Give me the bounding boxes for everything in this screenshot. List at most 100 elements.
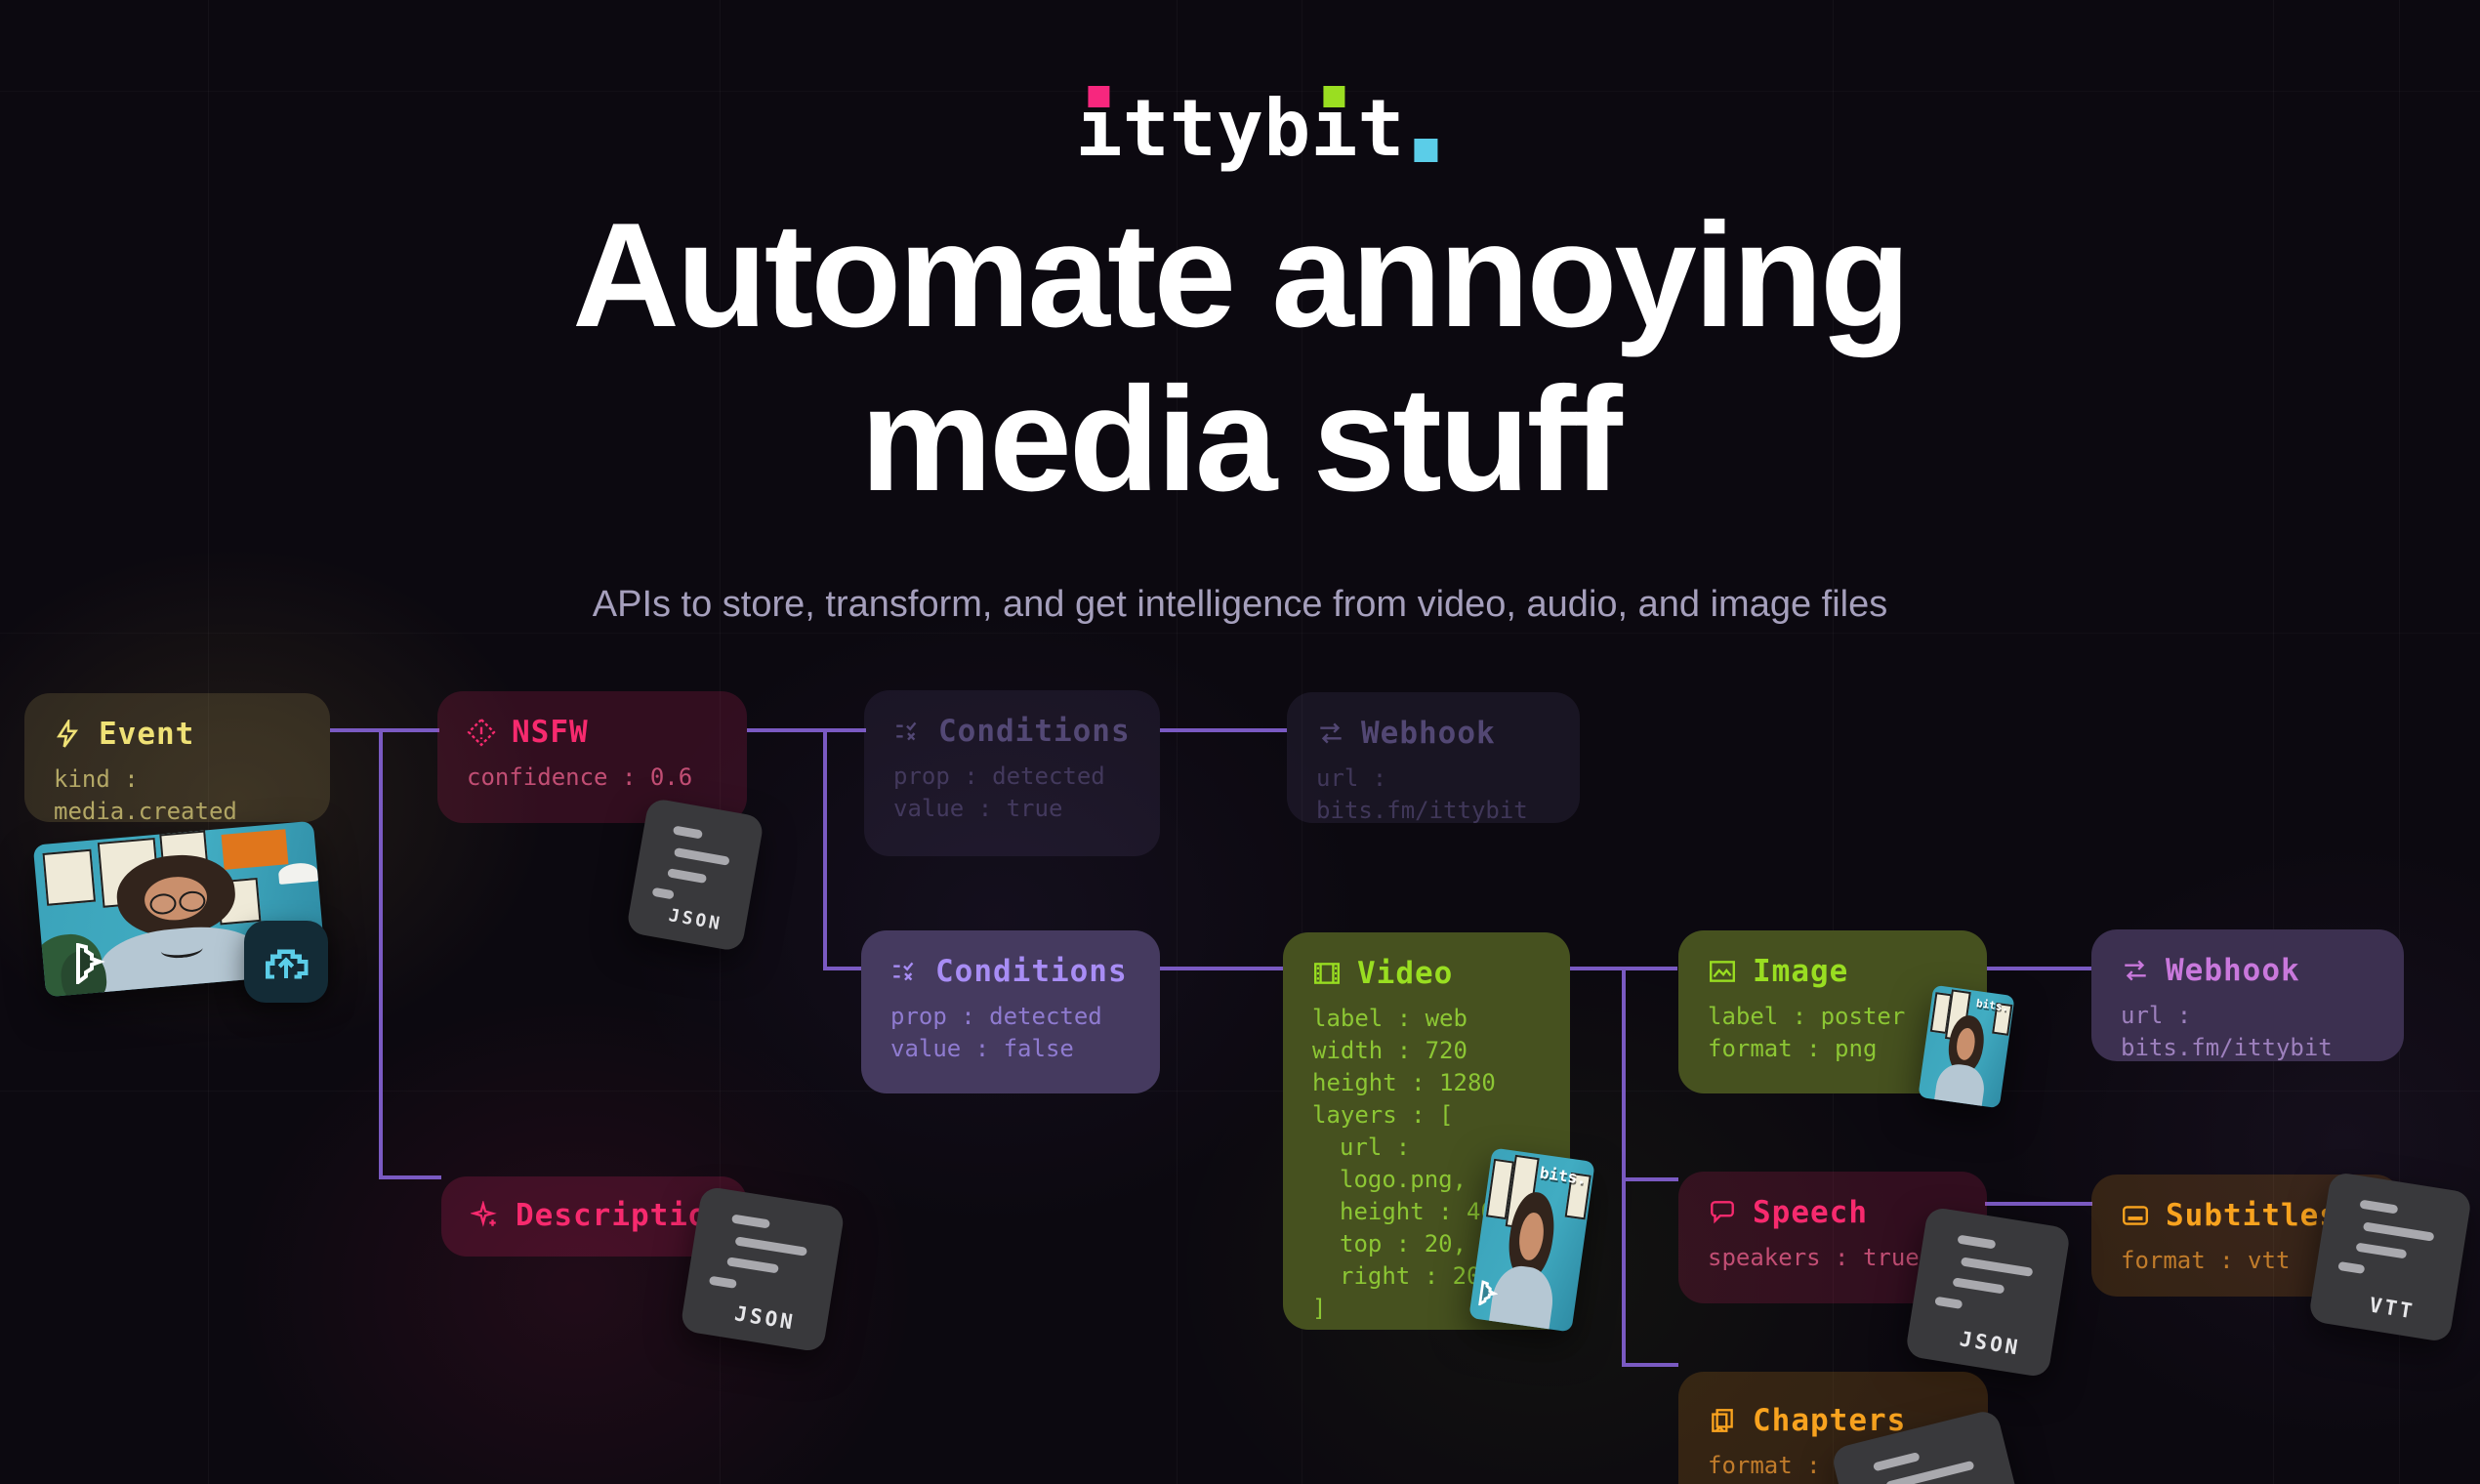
- node-line: width : 720: [1312, 1037, 1467, 1064]
- node-title: Video: [1357, 956, 1454, 991]
- node-title: Webhook: [2166, 953, 2300, 988]
- logo-dot-pink: [1088, 86, 1110, 107]
- node-line: ]: [1312, 1295, 1327, 1322]
- card-label: JSON: [732, 1301, 798, 1335]
- edge-event-nsfw: [330, 728, 439, 732]
- card-text-bars: [633, 798, 765, 913]
- json-card: JSON: [625, 797, 765, 953]
- node-title: Conditions: [935, 954, 1128, 989]
- json-card: JSON: [1904, 1206, 2072, 1379]
- hero-title-line2: media stuff: [860, 356, 1623, 522]
- photo-frame: [42, 849, 96, 907]
- node-line: top : 20,: [1340, 1230, 1467, 1257]
- sparkle-icon: [471, 1201, 497, 1227]
- pixel-play-cursor-icon: [1478, 1280, 1500, 1307]
- logo-dot-green: [1323, 86, 1345, 107]
- node-webhook-faded: Webhook url : bits.fm/ittybit: [1287, 692, 1580, 824]
- node-line: url : bits.fm/ittybit: [1316, 764, 1528, 824]
- node-line: height : 1280: [1312, 1069, 1496, 1096]
- node-title: Description: [516, 1198, 727, 1233]
- upload-badge: [244, 921, 328, 1003]
- webhook-arrows-icon: [2125, 960, 2146, 981]
- cloud-upload-icon: [266, 949, 309, 979]
- bits-watermark: bits.: [1975, 996, 2009, 1014]
- node-line: value : true: [893, 795, 1063, 822]
- node-line: url : logo.png,: [1340, 1134, 1467, 1193]
- node-line: url : bits.fm/ittybit: [2121, 1002, 2333, 1061]
- pixel-play-cursor-icon: [76, 943, 105, 984]
- edge-to-speech: [1622, 1177, 1678, 1181]
- alert-diamond-icon: [467, 718, 496, 747]
- hero-subtitle: APIs to store, transform, and get intell…: [592, 584, 1888, 625]
- edge-to-chapters: [1622, 1363, 1678, 1367]
- photo-person-shirt: [1931, 1060, 1987, 1109]
- vtt-card: VTT: [2307, 1171, 2473, 1343]
- film-icon: [1314, 963, 1340, 984]
- node-line: prop : detected: [893, 763, 1105, 790]
- photo-poster: [221, 829, 289, 870]
- edge-speech-subtitles: [1985, 1202, 2092, 1206]
- node-title: Event: [99, 717, 195, 752]
- node-conditions: Conditions prop : detected value : false: [861, 930, 1160, 1093]
- card-text-bars: [2317, 1172, 2473, 1290]
- node-line: label : web: [1312, 1005, 1467, 1032]
- checklist-icon: [896, 721, 917, 741]
- edge-trunk-nsfw: [823, 728, 827, 970]
- node-title: Conditions: [938, 714, 1131, 749]
- hero-title-line1: Automate annoying: [572, 192, 1911, 358]
- node-title: Image: [1753, 954, 1849, 989]
- node-event: Event kind : media.created: [24, 693, 330, 825]
- photo-person-shirt: [97, 922, 267, 998]
- card-label: VTT: [2367, 1293, 2418, 1324]
- node-line: right : 20: [1340, 1262, 1481, 1290]
- edge-conditions-video: [1160, 967, 1283, 970]
- speech-bubble-icon: [1711, 1201, 1734, 1224]
- webhook-arrows-icon: [1320, 722, 1342, 744]
- edge-conditions-webhook-faded: [1160, 728, 1287, 732]
- image-thumbnail: bits.: [1918, 984, 2015, 1109]
- edge-to-conditions: [823, 967, 864, 970]
- card-text-bars: [687, 1185, 846, 1303]
- node-line: kind : media.created: [54, 765, 237, 825]
- card-label: JSON: [1958, 1327, 2022, 1360]
- chapters-icon: [1712, 1409, 1733, 1432]
- subtitles-icon: [2123, 1206, 2148, 1225]
- photo-lamp: [277, 861, 319, 886]
- node-line: layers : [: [1312, 1101, 1454, 1129]
- node-line: label : poster: [1708, 1003, 1906, 1030]
- node-line: format : vtt: [2121, 1247, 2291, 1274]
- node-line: value : false: [890, 1035, 1074, 1062]
- logo-period: [1414, 139, 1438, 162]
- node-line: format : png: [1708, 1035, 1878, 1062]
- node-line: height : 40,: [1340, 1198, 1509, 1225]
- node-title: Webhook: [1361, 716, 1496, 751]
- logo-wordmark: ıttybıt: [1075, 83, 1405, 174]
- bolt-icon: [57, 720, 79, 748]
- node-line: prop : detected: [890, 1003, 1102, 1030]
- node-webhook: Webhook url : bits.fm/ittybit: [2091, 929, 2404, 1061]
- image-icon: [1710, 961, 1735, 982]
- node-title: Subtitles: [2166, 1198, 2338, 1233]
- grid-line: [0, 633, 2480, 634]
- card-text-bars: [1914, 1206, 2072, 1324]
- checklist-icon: [893, 962, 914, 981]
- node-title: Chapters: [1753, 1403, 1907, 1438]
- node-line: confidence : 0.6: [467, 763, 693, 791]
- node-title: NSFW: [512, 715, 589, 750]
- node-title: Speech: [1753, 1195, 1868, 1230]
- ittybit-logo[interactable]: ıttybıt: [1075, 86, 1438, 184]
- video-thumbnail: bits.: [1468, 1147, 1595, 1333]
- node-conditions-faded: Conditions prop : detected value : true: [864, 690, 1160, 856]
- edge-image-webhook: [1987, 967, 2092, 970]
- bits-watermark: bits.: [1538, 1163, 1589, 1188]
- json-card: JSON: [680, 1185, 846, 1353]
- node-line: speakers : true: [1708, 1244, 1920, 1271]
- grid-line: [0, 1091, 2480, 1092]
- edge-nsfw-conditions: [747, 728, 866, 732]
- node-video: Video label : web width : 720 height : 1…: [1283, 932, 1570, 1330]
- hero-title: Automate annoying media stuff: [0, 193, 2480, 521]
- edge-trunk-video: [1622, 967, 1626, 1367]
- edge-to-description: [379, 1175, 441, 1179]
- node-nsfw: NSFW confidence : 0.6: [437, 691, 747, 823]
